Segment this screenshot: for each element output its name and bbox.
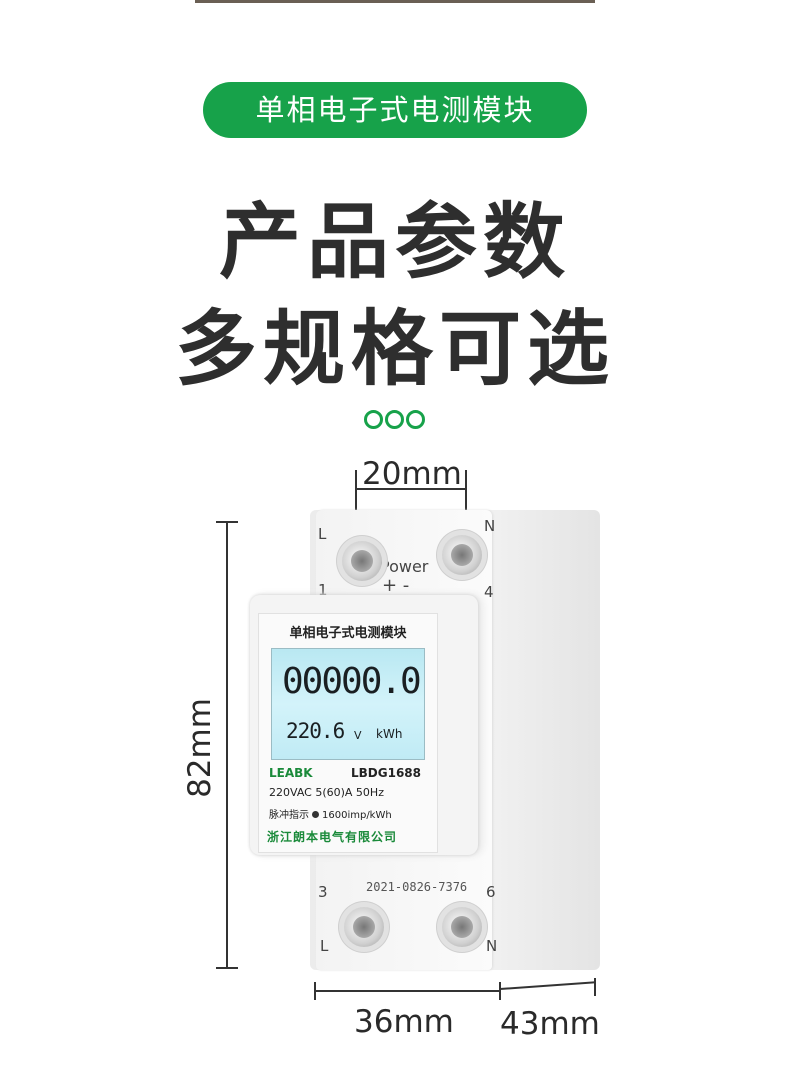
dim-line bbox=[226, 522, 228, 968]
top-divider bbox=[195, 0, 595, 3]
lcd-display: 00000.0 220.6 V kWh bbox=[271, 648, 425, 760]
circle-icon bbox=[385, 410, 404, 429]
terminal-label: N bbox=[486, 937, 498, 955]
terminal-label: L bbox=[318, 525, 327, 543]
screw-terminal bbox=[442, 535, 482, 575]
dim-tick bbox=[216, 521, 238, 523]
heading-params: 产品参数 bbox=[218, 195, 571, 290]
lcd-voltage-reading: 220.6 bbox=[286, 719, 345, 743]
dim-tick bbox=[594, 978, 596, 996]
dim-line bbox=[499, 981, 596, 990]
dim-top-width: 20mm bbox=[362, 456, 462, 492]
dim-line bbox=[314, 990, 500, 992]
heading-options: 多规格可选 bbox=[174, 302, 615, 397]
lcd-voltage-unit: V bbox=[354, 729, 362, 742]
dim-tick bbox=[465, 470, 467, 540]
product-badge: 单相电子式电测模块 bbox=[203, 82, 587, 138]
terminal-label: L bbox=[320, 937, 329, 955]
circle-icon bbox=[406, 410, 425, 429]
lcd-energy-reading: 00000.0 bbox=[282, 661, 422, 702]
energy-meter-device: L N 1 4 Power + - 单相电子式电测模块 00000.0 220.… bbox=[230, 505, 610, 975]
meter-face: 单相电子式电测模块 00000.0 220.6 V kWh LEABK LBDG… bbox=[258, 613, 438, 853]
pulse-led-icon bbox=[312, 811, 319, 818]
company-name: 浙江朗本电气有限公司 bbox=[267, 830, 398, 844]
terminal-label: 4 bbox=[484, 583, 494, 601]
screw-terminal bbox=[442, 907, 482, 947]
screw-terminal bbox=[342, 541, 382, 581]
model-number: LBDG1688 bbox=[351, 766, 422, 780]
dim-tick bbox=[355, 470, 357, 540]
dim-height: 82mm bbox=[181, 698, 218, 798]
dim-depth: 43mm bbox=[500, 1006, 600, 1042]
dim-tick bbox=[499, 982, 501, 1000]
terminal-label: 3 bbox=[318, 883, 328, 901]
terminal-label: 1 bbox=[318, 581, 328, 599]
pulse-label: 脉冲指示 bbox=[269, 810, 309, 821]
terminal-label: 6 bbox=[486, 883, 496, 901]
dim-tick bbox=[314, 982, 316, 1000]
meter-title: 单相电子式电测模块 bbox=[289, 626, 407, 641]
lcd-energy-unit: kWh bbox=[376, 727, 403, 741]
dim-tick bbox=[216, 967, 238, 969]
decorative-dots bbox=[364, 410, 428, 429]
serial-number: 2021-0826-7376 bbox=[366, 880, 468, 894]
dim-front-width: 36mm bbox=[354, 1004, 454, 1040]
rating-spec: 220VAC 5(60)A 50Hz bbox=[269, 786, 384, 799]
brand-logo: LEABK bbox=[269, 766, 313, 780]
pulse-value: 1600imp/kWh bbox=[322, 810, 392, 821]
dim-line bbox=[355, 488, 467, 490]
power-label: Power bbox=[380, 557, 429, 576]
power-signs: + - bbox=[382, 575, 410, 596]
pulse-spec: 脉冲指示 1600imp/kWh bbox=[269, 806, 434, 821]
circle-icon bbox=[364, 410, 383, 429]
terminal-label: N bbox=[484, 517, 496, 535]
screw-terminal bbox=[344, 907, 384, 947]
